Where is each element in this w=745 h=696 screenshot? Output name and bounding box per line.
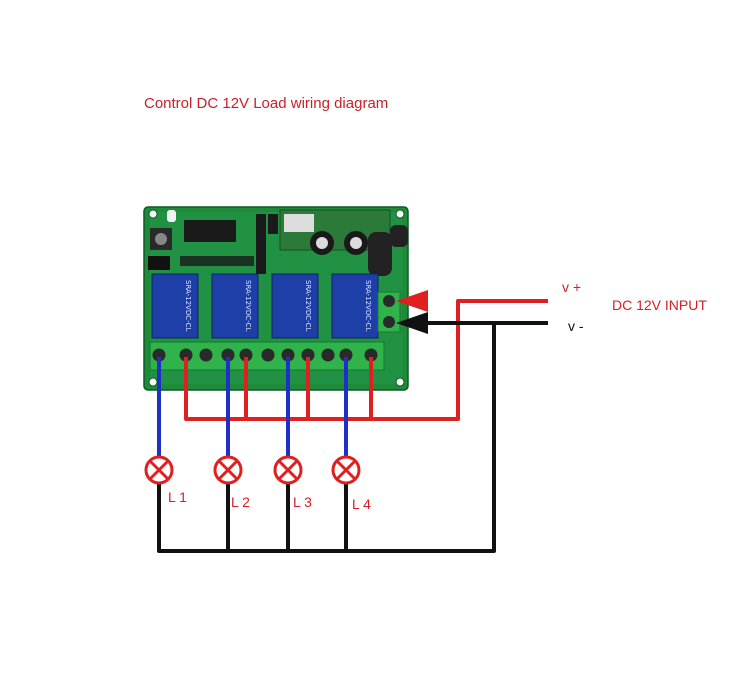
relay-text: SRA-12VDC-CL — [244, 280, 252, 332]
positive-wire — [184, 299, 548, 421]
output-terminal-block — [149, 341, 385, 371]
load-label-l2: L 2 — [231, 494, 250, 510]
terminal-screw — [152, 348, 166, 362]
lamp-l1 — [144, 455, 174, 485]
led — [167, 210, 176, 222]
negative-arrow — [396, 312, 428, 334]
load-wires — [157, 357, 348, 458]
terminal-screw — [364, 348, 378, 362]
positive-input-label: v + — [562, 279, 582, 295]
pushbutton-switch — [150, 228, 172, 250]
relay-1: SRA-12VDC-CL — [151, 273, 199, 339]
load-label-l1: L 1 — [168, 489, 187, 505]
decoder-chip — [184, 220, 236, 242]
negative-input-label: v - — [568, 318, 584, 334]
capacitor-1 — [310, 231, 334, 255]
terminal-screw — [261, 348, 275, 362]
relay-group: SRA-12VDC-CL SRA-12VDC-CL SRA-12VDC-CL SRA-… — [151, 273, 379, 339]
relay-2: SRA-12VDC-CL — [211, 273, 259, 339]
header-pins — [256, 214, 278, 274]
relay-3: SRA-12VDC-CL — [271, 273, 319, 339]
positive-arrow — [396, 290, 428, 312]
relay-text: SRA-12VDC-CL — [364, 280, 372, 332]
load-label-l3: L 3 — [293, 494, 312, 510]
terminal-screw — [281, 348, 295, 362]
dc-input-caption: DC 12V INPUT — [612, 297, 707, 313]
smd-row — [180, 256, 254, 266]
jumper — [148, 256, 170, 270]
relay-text: SRA-12VDC-CL — [184, 280, 192, 332]
lamp-l3 — [273, 455, 303, 485]
relay-4: SRA-12VDC-CL — [331, 273, 379, 339]
antenna-coil — [368, 225, 408, 276]
terminal-screw — [321, 348, 335, 362]
capacitor-2 — [344, 231, 368, 255]
terminal-screw — [221, 348, 235, 362]
terminal-screw — [239, 348, 253, 362]
lamp-l2 — [213, 455, 243, 485]
load-label-l4: L 4 — [352, 496, 371, 512]
terminal-screw — [199, 348, 213, 362]
diagram-title: Control DC 12V Load wiring diagram — [144, 95, 389, 112]
terminal-screw — [339, 348, 353, 362]
lamp-l4 — [331, 455, 361, 485]
terminal-screw — [301, 348, 315, 362]
terminal-screw — [179, 348, 193, 362]
power-terminal-block — [377, 291, 401, 333]
relay-text: SRA-12VDC-CL — [304, 280, 312, 332]
